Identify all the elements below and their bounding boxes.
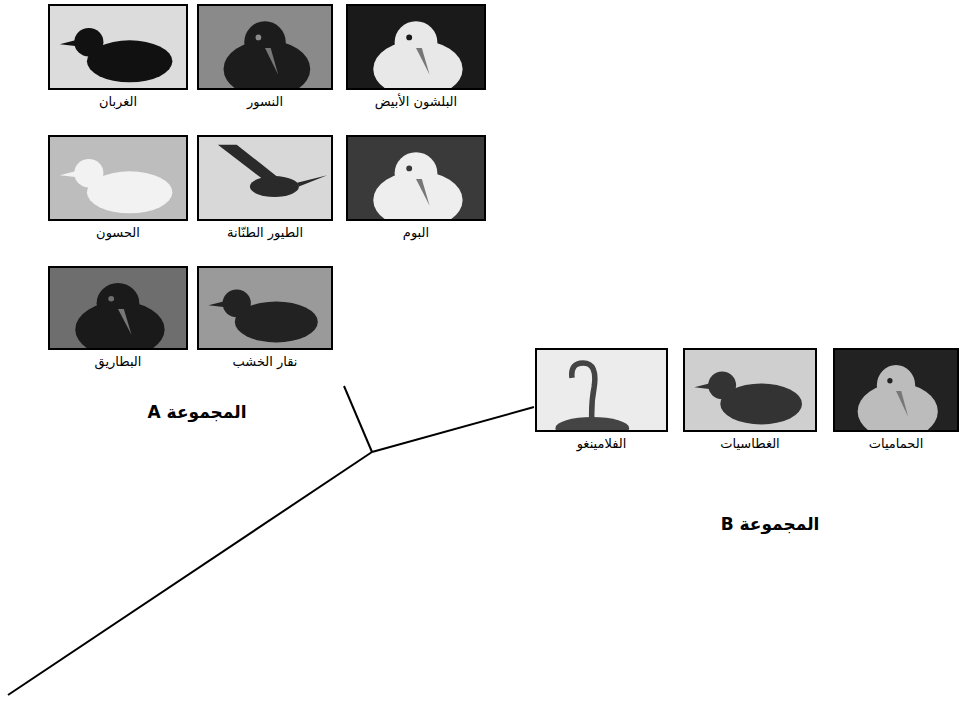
photo-frame [535, 348, 668, 432]
bird-head [74, 159, 103, 188]
species-label: الغطاسيات [720, 436, 779, 452]
bird-eye [256, 35, 262, 41]
photo-frame [197, 266, 333, 350]
bird-beak [416, 179, 430, 206]
group-label: المجموعة A [148, 402, 247, 422]
bird-head [877, 365, 915, 406]
bird-picture [50, 6, 186, 88]
photo-ground [50, 6, 186, 88]
bird-eye [887, 378, 892, 384]
bird-head [223, 289, 251, 317]
photo-ground [199, 137, 331, 219]
bird-beak [416, 48, 430, 75]
bird-beak [60, 171, 76, 177]
bird-eye [108, 296, 114, 302]
bird-beak [118, 309, 132, 335]
branch-line [372, 407, 534, 452]
bird-head [395, 21, 438, 63]
bird-picture [348, 137, 484, 219]
bird-head [244, 21, 285, 63]
bird-beak [896, 391, 908, 417]
photo-frame [346, 135, 486, 221]
bird-photo-node: الغربان [48, 4, 188, 114]
bird-picture [50, 268, 186, 348]
species-label: نقار الخشب [233, 354, 298, 370]
bird-photo-node: البوم [346, 135, 486, 245]
species-label: البوم [403, 225, 429, 241]
species-label: البلشون الأبيض [375, 94, 457, 110]
bird-picture [537, 350, 666, 430]
bird-photo-node: الفلامينغو [535, 348, 668, 456]
bird-eye [406, 35, 412, 41]
bird-beak [297, 175, 327, 186]
bird-photo-node: البطاريق [48, 266, 188, 374]
bird-photo-node: البلشون الأبيض [346, 4, 486, 114]
bird-photo-node: الغطاسيات [683, 348, 817, 456]
bird-picture [199, 6, 331, 88]
photo-frame [48, 135, 188, 221]
bird-head [74, 28, 103, 57]
bird-head [708, 371, 736, 399]
group-label: المجموعة B [721, 514, 820, 534]
bird-picture [348, 6, 484, 88]
trunk-line [8, 452, 372, 695]
species-label: النسور [247, 94, 283, 110]
species-label: البطاريق [95, 354, 142, 370]
bird-photo-node: الحماميات [833, 348, 959, 456]
species-label: الغربان [99, 94, 137, 110]
species-label: الحماميات [869, 436, 924, 452]
bird-wing [218, 145, 280, 181]
bird-head [395, 152, 438, 194]
bird-head [97, 283, 140, 324]
bird-photo-node: الطيور الطنّانة [197, 135, 333, 245]
photo-ground [685, 350, 815, 430]
photo-frame [197, 135, 333, 221]
bird-picture [685, 350, 815, 430]
branch-line [344, 386, 372, 452]
bird-beak [265, 48, 278, 75]
photo-frame [683, 348, 817, 432]
bird-beak [60, 40, 76, 46]
photo-ground [199, 268, 331, 348]
photo-frame [833, 348, 959, 432]
bird-picture [50, 137, 186, 219]
bird-photo-node: النسور [197, 4, 333, 114]
bird-photo-node: نقار الخشب [197, 266, 333, 374]
species-label: الحسون [96, 225, 140, 241]
bird-beak [694, 383, 709, 389]
bird-photo-node: الحسون [48, 135, 188, 245]
bird-picture [199, 268, 331, 348]
bird-beak [208, 301, 223, 307]
bird-picture [199, 137, 331, 219]
bird-eye [406, 166, 412, 172]
species-label: الطيور الطنّانة [227, 225, 303, 241]
bird-picture [835, 350, 957, 430]
photo-frame [48, 4, 188, 90]
bird-body [555, 417, 629, 430]
photo-ground [50, 137, 186, 219]
species-label: الفلامينغو [577, 436, 627, 452]
photo-frame [197, 4, 333, 90]
photo-frame [48, 266, 188, 350]
photo-frame [346, 4, 486, 90]
